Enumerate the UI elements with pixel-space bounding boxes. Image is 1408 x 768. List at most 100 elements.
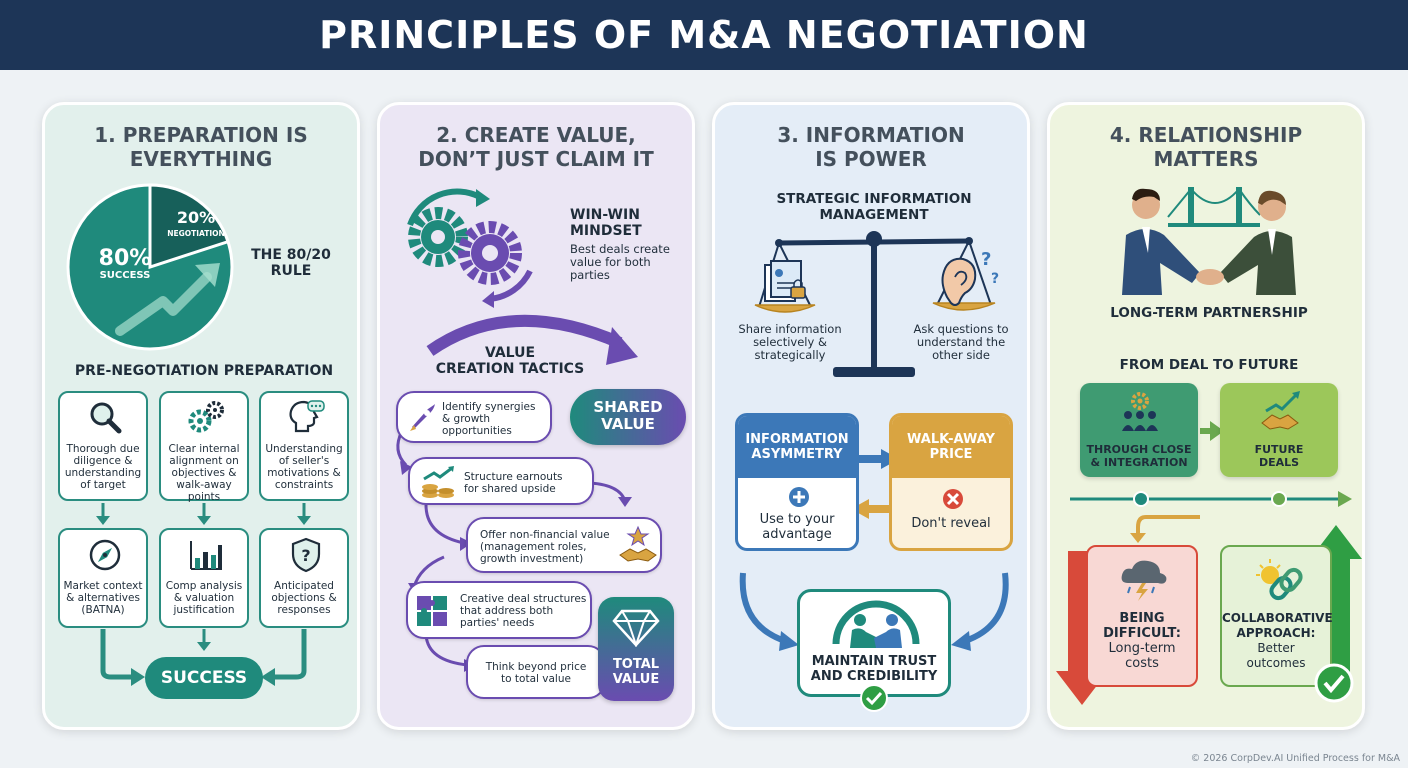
header-bar: PRINCIPLES OF M&A NEGOTIATION	[0, 0, 1408, 70]
documents-lock-icon	[764, 260, 806, 302]
rocket-icon	[410, 404, 435, 431]
shield-question-icon: ?	[291, 537, 321, 573]
bar-chart-icon	[190, 541, 222, 570]
partnership-label: LONG-TERM PARTNERSHIP	[1110, 305, 1308, 321]
tactic-non-financial: Offer non-financial value(management rol…	[466, 517, 662, 573]
tactics-arrow	[426, 314, 623, 356]
puzzle-icon	[417, 596, 447, 626]
success-pill: SUCCESS	[145, 657, 263, 699]
through-close-box: THROUGH CLOSE& INTEGRATION	[1080, 383, 1198, 477]
walk-away-text: Don't reveal	[911, 516, 991, 531]
svg-text:?: ?	[301, 546, 310, 565]
ear-question-icon: ? ?	[941, 249, 999, 306]
panel2-graphics	[396, 188, 638, 672]
future-title: FROM DEAL TO FUTURE	[1119, 357, 1299, 373]
growth-arrow-head	[195, 263, 220, 287]
panel3-graphics: ? ?	[739, 231, 1009, 651]
sun-link-icon	[1256, 559, 1303, 601]
plus-icon	[789, 487, 809, 507]
pie-minor-slice	[148, 183, 230, 270]
team-gear-icon	[1122, 392, 1158, 431]
coins-growth-icon	[422, 466, 454, 498]
check-circle-icon	[860, 684, 888, 712]
panel-title: 2. CREATE VALUE, DON’T JUST CLAIM IT	[418, 123, 654, 171]
arrow-to-trust-left	[739, 572, 787, 644]
split-arrow	[1136, 515, 1200, 535]
pie-major-label: SUCCESS	[99, 270, 151, 281]
handshake-star-icon	[619, 525, 657, 562]
through-close-label: THROUGH CLOSE& INTEGRATION	[1086, 443, 1192, 469]
growth-arrow	[115, 272, 212, 336]
panel-title: 4. RELATIONSHIP MATTERS	[1109, 123, 1303, 171]
head-thought-icon	[289, 400, 325, 433]
panel-title: 3. INFORMATION IS POWER	[777, 123, 965, 171]
page-title: PRINCIPLES OF M&A NEGOTIATION	[319, 13, 1089, 57]
panel-title: 1. PREPARATION IS EVERYTHING	[94, 123, 308, 171]
prep-box-text: Market context& alternatives(BATNA)	[63, 580, 143, 616]
gears-icon	[188, 401, 224, 433]
copyright: © 2026 CorpDev.AI Unified Process for M&…	[1190, 753, 1400, 764]
diamond-icon	[612, 609, 660, 647]
pie-chart	[66, 183, 234, 351]
prep-box-batna: Market context& alternatives(BATNA)	[58, 528, 148, 628]
panel1-graphics	[66, 183, 311, 686]
magnifier-icon	[90, 402, 122, 434]
compass-icon	[89, 539, 121, 571]
panel-create-value: 2. CREATE VALUE, DON’T JUST CLAIM IT	[377, 102, 695, 730]
tactic-text: Offer non-financial value(management rol…	[480, 529, 610, 565]
handshake-growth-icon	[1261, 391, 1300, 430]
pie-minor-label: NEGOTIATION	[167, 229, 225, 238]
panel-information: 3. INFORMATION IS POWER STRATEGIC INFORM…	[712, 102, 1030, 730]
flow-arrows	[96, 503, 311, 686]
pie-minor-value: 20%	[176, 208, 216, 227]
gears-icon	[407, 188, 533, 308]
handshake-arch-icon	[832, 600, 920, 648]
rule-label: THE 80/20 RULE	[251, 247, 331, 279]
panel-relationship: 4. RELATIONSHIP MATTERS	[1047, 102, 1365, 730]
x-circle-icon	[943, 489, 963, 509]
svg-text:?: ?	[981, 249, 991, 270]
pie-major-value: 80%	[98, 246, 152, 271]
scale-icon	[754, 231, 996, 377]
check-circle-icon	[1314, 663, 1354, 703]
arrow-to-trust-right	[963, 572, 1009, 644]
businessmen-handshake-icon	[1122, 188, 1296, 295]
